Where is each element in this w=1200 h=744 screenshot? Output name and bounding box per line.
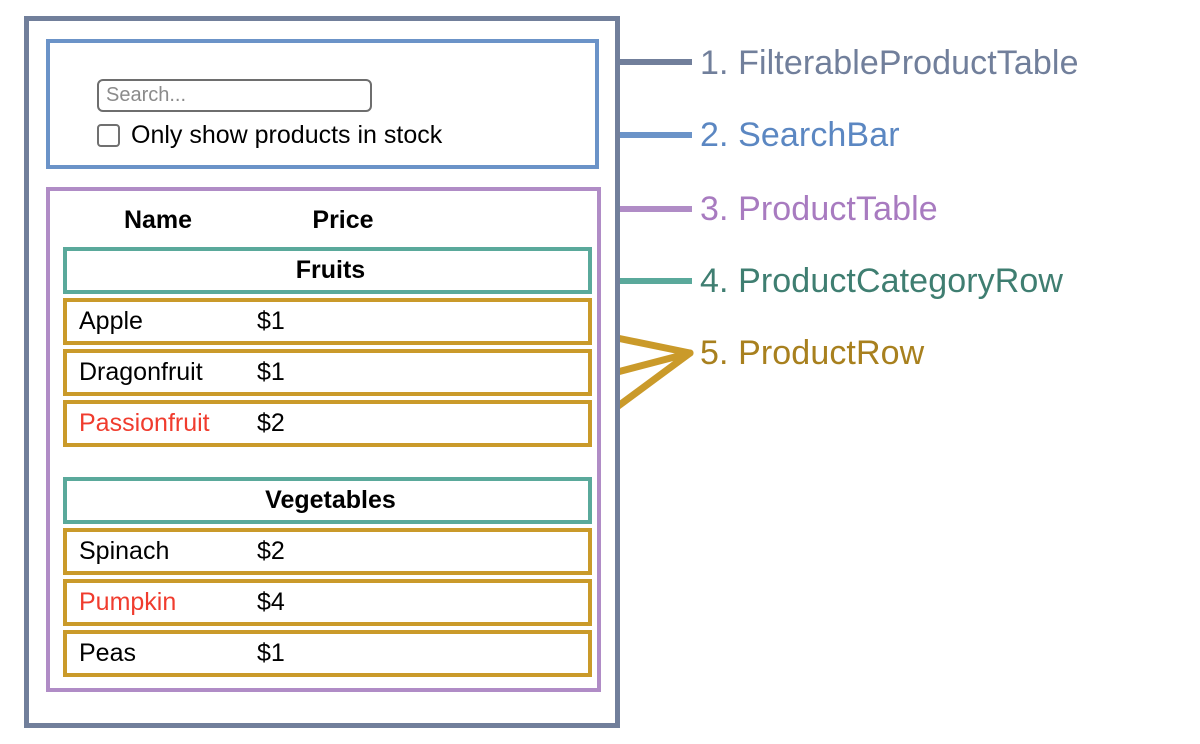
product-category-row: Vegetables <box>63 477 592 524</box>
annotation-label-filterable-product-table: 1. FilterableProductTable <box>700 44 1079 82</box>
product-price: $1 <box>257 307 285 335</box>
product-name: Spinach <box>79 537 170 565</box>
product-price: $2 <box>257 409 285 437</box>
product-price: $2 <box>257 537 285 565</box>
product-category-label: Vegetables <box>265 486 396 514</box>
product-price: $1 <box>257 358 285 386</box>
search-bar-container: Only show products in stock <box>46 39 599 169</box>
product-row: Pumpkin $4 <box>63 579 592 626</box>
product-category-label: Fruits <box>295 256 366 284</box>
product-name: Pumpkin <box>79 588 177 616</box>
product-row: Peas $1 <box>63 630 592 677</box>
filterable-product-table-container: Only show products in stock Name Price F… <box>24 16 620 728</box>
annotation-label-product-category-row: 4. ProductCategoryRow <box>700 262 1064 300</box>
product-name: Passionfruit <box>79 409 210 437</box>
product-row: Apple $1 <box>63 298 592 345</box>
product-name: Dragonfruit <box>79 358 203 386</box>
annotation-label-search-bar: 2. SearchBar <box>700 116 900 154</box>
annotation-label-product-table: 3. ProductTable <box>700 190 938 228</box>
product-table-body: Fruits Apple $1 Dragonfruit $1 Passionfr… <box>63 247 592 681</box>
in-stock-checkbox-row[interactable]: Only show products in stock <box>97 123 442 148</box>
in-stock-checkbox-label: Only show products in stock <box>131 121 443 149</box>
column-header-name: Name <box>123 205 193 234</box>
product-category-row: Fruits <box>63 247 592 294</box>
column-header-price: Price <box>312 205 374 234</box>
product-row: Spinach $2 <box>63 528 592 575</box>
product-row: Dragonfruit $1 <box>63 349 592 396</box>
product-name: Apple <box>79 307 143 335</box>
product-table-container: Name Price Fruits Apple $1 Dragonfruit $… <box>46 187 601 692</box>
product-table-header: Name Price <box>63 199 588 241</box>
product-row: Passionfruit $2 <box>63 400 592 447</box>
product-price: $4 <box>257 588 285 616</box>
product-name: Peas <box>79 639 136 667</box>
checkbox-icon[interactable] <box>97 124 120 147</box>
annotation-label-product-row: 5. ProductRow <box>700 334 925 372</box>
search-input[interactable] <box>97 79 372 112</box>
category-spacer <box>63 451 592 477</box>
product-price: $1 <box>257 639 285 667</box>
